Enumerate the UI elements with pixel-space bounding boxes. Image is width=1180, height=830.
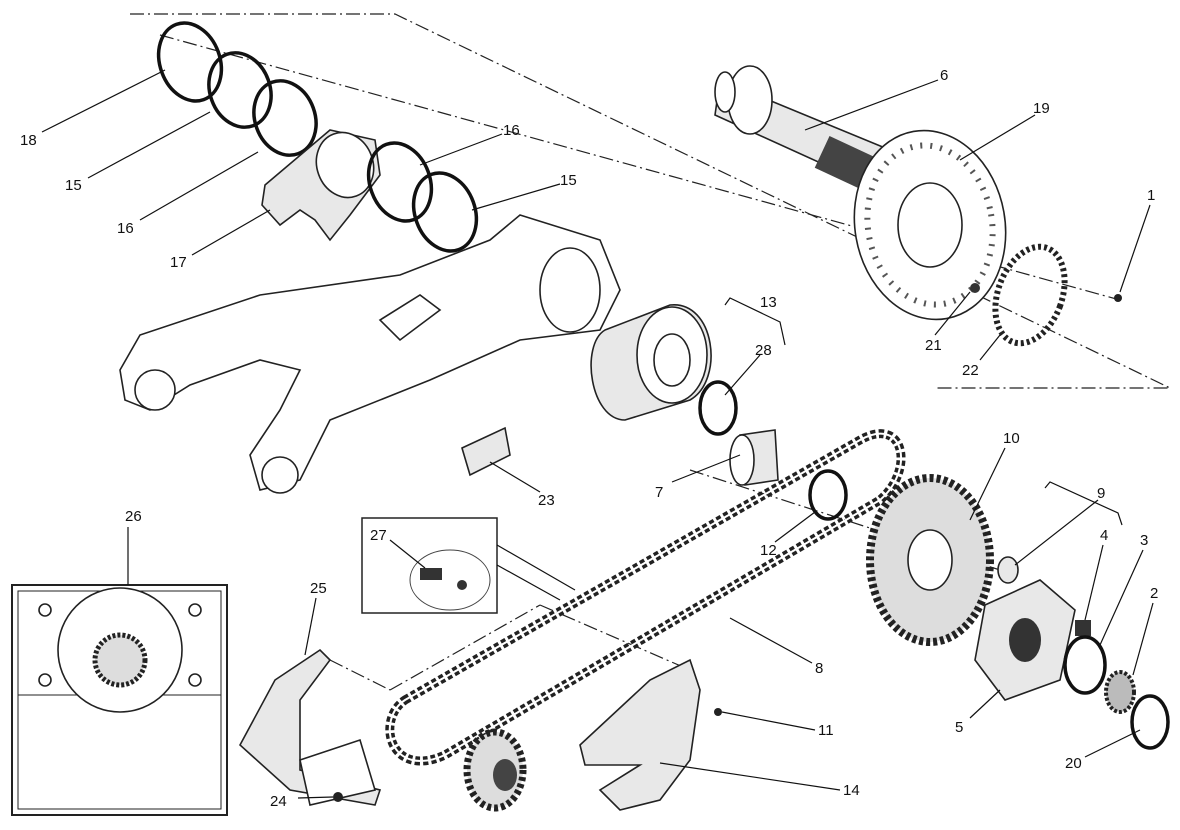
callout-13: 13 [760, 294, 777, 311]
callout-28: 28 [755, 342, 772, 359]
circlip-20 [1130, 694, 1170, 750]
callout-9: 9 [1097, 485, 1105, 502]
callout-7: 7 [655, 484, 663, 501]
inset-chain-link-27 [361, 517, 576, 614]
bracket-17 [261, 129, 381, 242]
callout-2: 2 [1150, 585, 1158, 602]
ring-3 [1063, 635, 1107, 695]
ring-28 [698, 380, 738, 436]
callout-12: 12 [760, 542, 777, 559]
bushing-7 [729, 429, 779, 486]
callout-8: 8 [815, 660, 823, 677]
callout-1: 1 [1147, 187, 1155, 204]
nut-4 [1075, 620, 1091, 636]
tone-ring-22 [992, 243, 1068, 347]
callout-22: 22 [962, 362, 979, 379]
callout-23: 23 [538, 492, 555, 509]
bearing-9 [997, 556, 1019, 584]
callout-20: 20 [1065, 755, 1082, 772]
rear-axle-6 [714, 65, 891, 192]
callout-26: 26 [125, 508, 142, 525]
callout-3: 3 [1140, 532, 1148, 549]
callout-19: 19 [1033, 100, 1050, 117]
callout-16-right: 16 [503, 122, 520, 139]
callout-10: 10 [1003, 430, 1020, 447]
plate-23 [461, 426, 511, 477]
callout-18: 18 [20, 132, 37, 149]
oring-16-lower [366, 141, 434, 223]
eccentric-hub-13 [590, 304, 712, 421]
screw-1 [1114, 294, 1122, 302]
callout-25: 25 [310, 580, 327, 597]
inset-front-sprocket-26 [11, 584, 228, 816]
callout-24: 24 [270, 793, 287, 810]
brake-disc-19 [853, 129, 1007, 321]
leader-lines [41, 69, 1154, 799]
callout-5: 5 [955, 719, 963, 736]
sprocket-carrier-5 [974, 579, 1076, 701]
callout-16-left: 16 [117, 220, 134, 237]
callout-6: 6 [940, 67, 948, 84]
oring-16-upper [252, 79, 318, 157]
rear-sprocket-10 [866, 474, 994, 646]
chain-8 [385, 429, 906, 766]
callout-15-left: 15 [65, 177, 82, 194]
callout-15-right: 15 [560, 172, 577, 189]
front-sprocket [463, 728, 527, 812]
callout-17: 17 [170, 254, 187, 271]
callout-21: 21 [925, 337, 942, 354]
callout-14: 14 [843, 782, 860, 799]
callout-4: 4 [1100, 527, 1108, 544]
chain-slider-25 [238, 648, 382, 806]
callout-labels: 1 2 3 4 5 6 7 8 9 10 11 12 13 14 15 15 1… [20, 67, 1158, 810]
ring-15-lower [411, 171, 479, 253]
nut-2 [1104, 670, 1136, 714]
circlip-18 [156, 21, 224, 103]
callout-27: 27 [370, 527, 387, 544]
ring-12 [808, 469, 848, 521]
chain-guard-14 [579, 658, 722, 811]
swingarm [119, 214, 621, 494]
ring-15-upper [207, 51, 273, 129]
callout-11: 11 [818, 722, 834, 739]
